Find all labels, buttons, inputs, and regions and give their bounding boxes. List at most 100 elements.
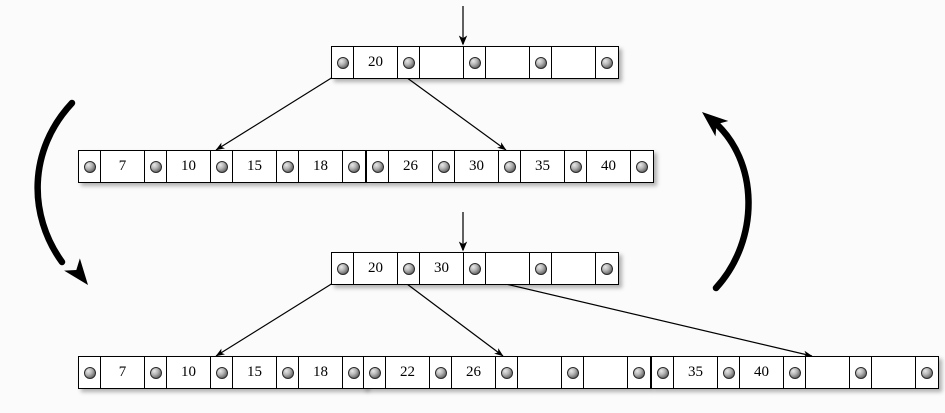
leaf-after-right-key-7[interactable]	[872, 357, 916, 388]
leaf-before-left-key-3[interactable]: 10	[167, 151, 211, 182]
leaf-before-right-pointer-0[interactable]	[367, 151, 389, 182]
root-after-pointer-6[interactable]	[530, 253, 552, 284]
leaf-after-right-key-1[interactable]: 35	[674, 357, 718, 388]
leaf-after-left[interactable]: 7 10 15 18	[78, 356, 366, 389]
root-after-key-1[interactable]: 20	[354, 253, 398, 284]
root-after-pointer-0[interactable]	[332, 253, 354, 284]
leaf-before-right[interactable]: 26 30 35 40	[366, 150, 654, 183]
leaf-after-left-key-3[interactable]: 10	[167, 357, 211, 388]
root-after-pointer-8[interactable]	[596, 253, 618, 284]
root-before-pointer-4[interactable]	[464, 47, 486, 78]
leaf-after-middle-key-1[interactable]: 22	[386, 357, 430, 388]
root-after-key-3[interactable]: 30	[420, 253, 464, 284]
pointer-dot-icon	[503, 160, 516, 173]
leaf-after-left-key-1[interactable]: 7	[101, 357, 145, 388]
leaf-before-right-key-7[interactable]: 40	[587, 151, 631, 182]
root-before-pointer-6[interactable]	[530, 47, 552, 78]
root-after-key-7[interactable]	[552, 253, 596, 284]
root-after-key-5[interactable]	[486, 253, 530, 284]
pointer-dot-icon	[371, 160, 384, 173]
pointer-dot-icon	[500, 366, 513, 379]
pointer-dot-icon	[348, 366, 360, 379]
pointer-dot-icon	[854, 366, 867, 379]
leaf-after-middle-pointer-0[interactable]	[364, 357, 386, 388]
pointer-dot-icon	[534, 262, 547, 275]
root-before[interactable]: 20	[331, 46, 619, 79]
root-before-pointer-8[interactable]	[596, 47, 618, 78]
leaf-after-middle-key-3[interactable]: 26	[452, 357, 496, 388]
leaf-after-middle-key-5[interactable]	[518, 357, 562, 388]
pointer-dot-icon	[402, 262, 415, 275]
leaf-before-right-key-1[interactable]: 26	[389, 151, 433, 182]
pointer-dot-icon	[722, 366, 735, 379]
leaf-after-middle-pointer-4[interactable]	[496, 357, 518, 388]
edge-before-root-to-left-leaf	[215, 71, 342, 151]
pointer-dot-icon	[402, 56, 415, 69]
leaf-after-right-pointer-8[interactable]	[916, 357, 938, 388]
leaf-after-left-pointer-8[interactable]	[343, 357, 365, 388]
leaf-after-right-pointer-6[interactable]	[850, 357, 872, 388]
leaf-before-left-pointer-6[interactable]	[277, 151, 299, 182]
root-before-pointer-2[interactable]	[398, 47, 420, 78]
root-after-pointer-4[interactable]	[464, 253, 486, 284]
leaf-before-left-pointer-2[interactable]	[145, 151, 167, 182]
leaf-before-left[interactable]: 7 10 15 18	[78, 150, 366, 183]
leaf-after-right-pointer-2[interactable]	[718, 357, 740, 388]
leaf-after-right-key-5[interactable]	[806, 357, 850, 388]
flow-arrow-right-upward	[708, 116, 752, 292]
leaf-after-left-pointer-4[interactable]	[211, 357, 233, 388]
leaf-before-right-pointer-2[interactable]	[433, 151, 455, 182]
leaf-before-left-key-7[interactable]: 18	[299, 151, 343, 182]
pointer-dot-icon	[83, 366, 96, 379]
root-before-key-3[interactable]	[420, 47, 464, 78]
leaf-before-left-pointer-8[interactable]	[343, 151, 365, 182]
leaf-after-right-key-3[interactable]: 40	[740, 357, 784, 388]
pointer-dot-icon	[921, 366, 933, 379]
pointer-dot-icon	[434, 366, 447, 379]
pointer-dot-icon	[601, 262, 613, 275]
leaf-after-middle-pointer-8[interactable]	[628, 357, 650, 388]
root-before-pointer-0[interactable]	[332, 47, 354, 78]
leaf-after-right[interactable]: 35 40	[651, 356, 939, 389]
pointer-dot-icon	[656, 366, 669, 379]
root-before-key-1[interactable]: 20	[354, 47, 398, 78]
leaf-after-left-key-7[interactable]: 18	[299, 357, 343, 388]
leaf-after-left-pointer-6[interactable]	[277, 357, 299, 388]
pointer-dot-icon	[534, 56, 547, 69]
leaf-before-left-pointer-4[interactable]	[211, 151, 233, 182]
leaf-before-right-pointer-4[interactable]	[499, 151, 521, 182]
leaf-after-right-pointer-0[interactable]	[652, 357, 674, 388]
root-before-key-5[interactable]	[486, 47, 530, 78]
leaf-before-right-pointer-6[interactable]	[565, 151, 587, 182]
leaf-before-right-key-5[interactable]: 35	[521, 151, 565, 182]
pointer-dot-icon	[468, 262, 481, 275]
pointer-dot-icon	[633, 366, 645, 379]
leaf-after-middle-pointer-6[interactable]	[562, 357, 584, 388]
pointer-dot-icon	[788, 366, 801, 379]
leaf-after-left-key-5[interactable]: 15	[233, 357, 277, 388]
leaf-before-right-key-3[interactable]: 30	[455, 151, 499, 182]
pointer-dot-icon	[215, 366, 228, 379]
leaf-before-left-key-1[interactable]: 7	[101, 151, 145, 182]
leaf-after-middle-key-7[interactable]	[584, 357, 628, 388]
leaf-after-middle[interactable]: 22 26	[363, 356, 651, 389]
pointer-dot-icon	[281, 160, 294, 173]
leaf-after-middle-pointer-2[interactable]	[430, 357, 452, 388]
root-after-pointer-2[interactable]	[398, 253, 420, 284]
pointer-dot-icon	[83, 160, 96, 173]
leaf-after-left-pointer-0[interactable]	[79, 357, 101, 388]
pointer-dot-icon	[348, 160, 360, 173]
pointer-dot-icon	[215, 160, 228, 173]
edge-after-root-to-right-leaf	[458, 272, 813, 358]
leaf-before-left-key-5[interactable]: 15	[233, 151, 277, 182]
leaf-after-left-pointer-2[interactable]	[145, 357, 167, 388]
pointer-dot-icon	[601, 56, 613, 69]
leaf-before-left-pointer-0[interactable]	[79, 151, 101, 182]
leaf-after-right-pointer-4[interactable]	[784, 357, 806, 388]
edge-after-root-to-middle-leaf	[398, 277, 504, 357]
root-before-key-7[interactable]	[552, 47, 596, 78]
edge-before-root-to-right-leaf	[398, 71, 507, 151]
leaf-before-right-pointer-8[interactable]	[631, 151, 653, 182]
pointer-dot-icon	[336, 262, 349, 275]
